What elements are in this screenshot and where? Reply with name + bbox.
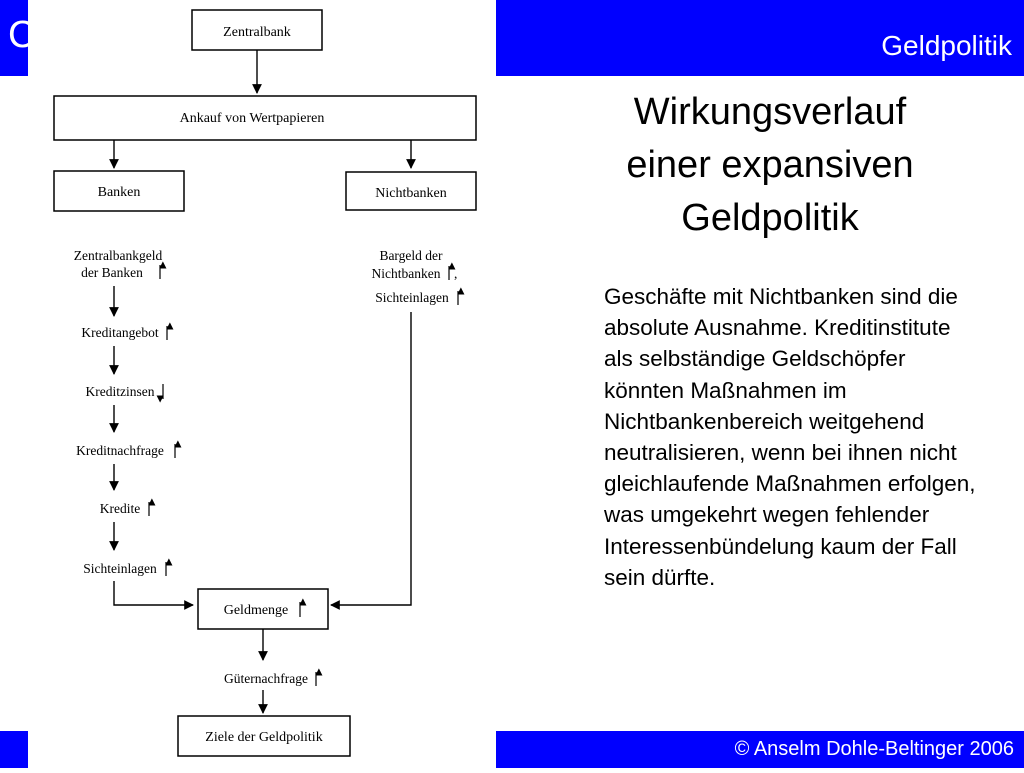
kreditzinsen-label: Kreditzinsen	[86, 384, 155, 399]
box-zentralbank-label: Zentralbank	[223, 25, 291, 40]
box-nichtbanken	[345, 171, 477, 211]
kredite-label: Kredite	[100, 501, 140, 516]
slide-title-line: Wirkungsverlauf	[633, 91, 907, 133]
slide-title-line: einer expansiven	[626, 144, 914, 186]
kreditangebot-label: Kreditangebot	[81, 325, 158, 340]
slide-title: Wirkungsverlauf einer expansiven Geldpol…	[560, 86, 980, 245]
box-ankauf-label: Ankauf von Wertpapieren	[180, 111, 325, 126]
sichteinlagen-right-label: Sichteinlagen	[375, 290, 449, 305]
arrow-nichtbanken-geldmenge	[330, 312, 412, 610]
bargeld-label: Bargeld der	[379, 248, 443, 263]
box-nichtbanken-label: Nichtbanken	[375, 186, 447, 201]
brand-title: Geldpolitik	[881, 30, 1012, 61]
gueternachfrage-label: Güternachfrage	[224, 671, 308, 686]
flow-diagram: Zentralbank Ankauf von Wertpapieren Bank…	[53, 9, 477, 757]
kreditnachfrage-label: Kreditnachfrage	[76, 443, 164, 458]
scanned-diagram-page: Zentralbank Ankauf von Wertpapieren Bank…	[28, 0, 496, 768]
box-geldmenge-label: Geldmenge	[224, 603, 289, 618]
der-banken-label: der Banken	[81, 265, 143, 280]
zentralbankgeld-label: Zentralbankgeld	[74, 248, 163, 263]
box-ankauf	[53, 95, 477, 141]
sichteinlagen-left-label: Sichteinlagen	[83, 561, 157, 576]
comma-label: ,	[454, 266, 457, 281]
box-banken-label: Banken	[98, 185, 141, 200]
slide-body-text: Geschäfte mit Nichtbanken sind die absol…	[604, 284, 976, 590]
arrow-sichteinlagen-geldmenge	[113, 581, 194, 610]
slide-title-line: Geldpolitik	[681, 197, 859, 239]
box-ziele	[177, 715, 351, 757]
nichtbanken-sub-label: Nichtbanken	[372, 266, 441, 281]
box-ziele-label: Ziele der Geldpolitik	[205, 730, 322, 745]
box-banken	[53, 170, 185, 212]
copyright-text: © Anselm Dohle-Beltinger 2006	[734, 738, 1014, 760]
